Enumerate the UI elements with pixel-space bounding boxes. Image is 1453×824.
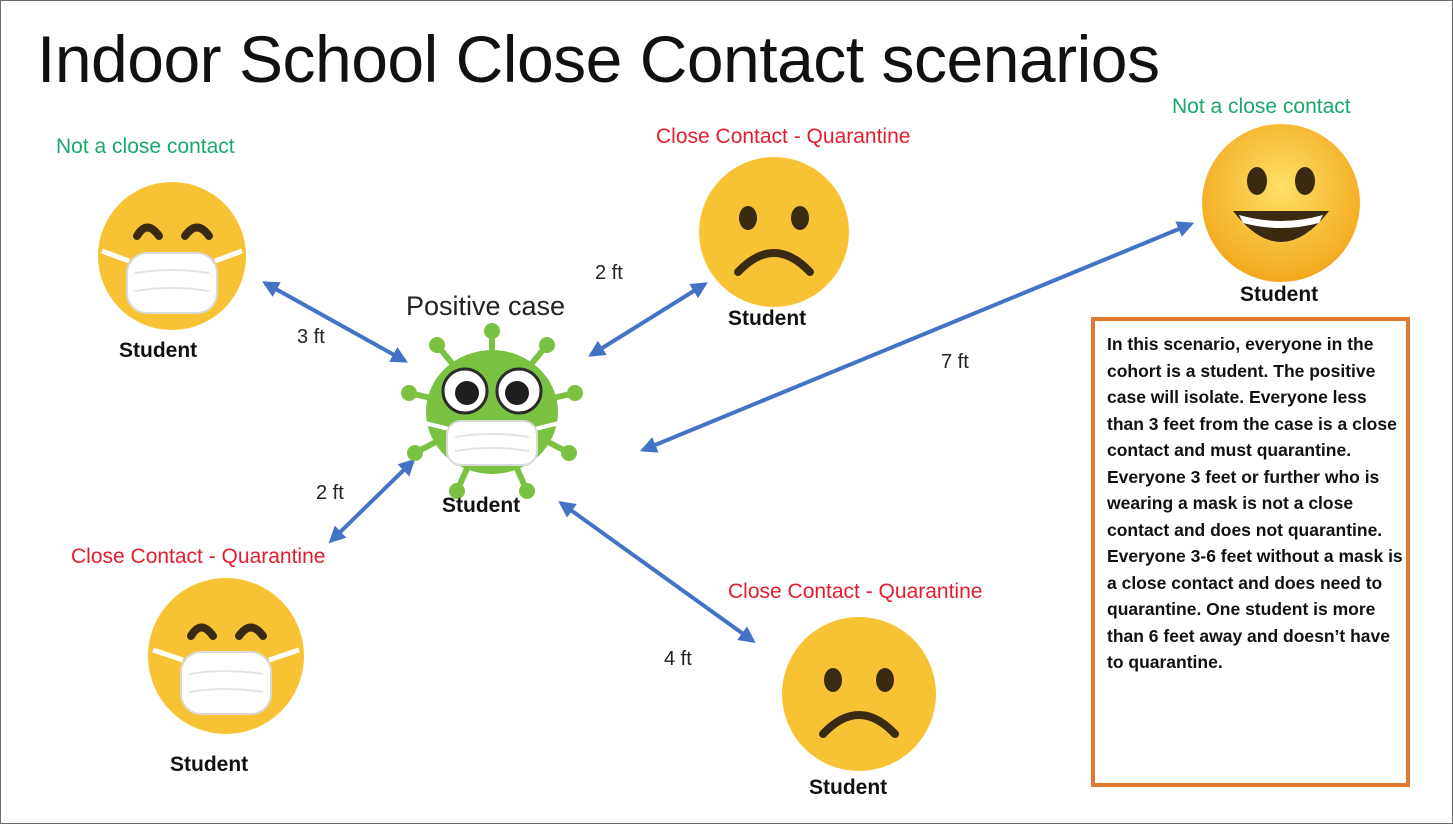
role-student-3: Student xyxy=(1240,283,1319,306)
distance-student-4: 2 ft xyxy=(316,482,344,504)
grinning-face-icon xyxy=(1202,124,1360,282)
role-student-5: Student xyxy=(809,776,888,799)
sad-face-icon xyxy=(782,617,936,771)
arrow-student-5 xyxy=(558,501,756,643)
slide-title: Indoor School Close Contact scenarios xyxy=(37,22,1160,96)
arrow-student-1 xyxy=(262,281,408,363)
role-student-4: Student xyxy=(170,753,249,776)
role-student-2: Student xyxy=(728,307,807,330)
status-student-1: Not a close contact xyxy=(56,135,235,158)
role-student-1: Student xyxy=(119,339,198,362)
arrow-student-4 xyxy=(328,458,416,544)
arrow-student-3 xyxy=(639,221,1195,453)
scenario-note: In this scenario, everyone in the cohort… xyxy=(1091,317,1410,787)
distance-student-1: 3 ft xyxy=(297,326,325,348)
status-student-5: Close Contact - Quarantine xyxy=(728,580,983,603)
distance-student-2: 2 ft xyxy=(595,262,623,284)
arrow-student-2 xyxy=(588,282,708,357)
masked-face-icon xyxy=(98,182,246,330)
status-student-3: Not a close contact xyxy=(1172,95,1351,118)
status-student-4: Close Contact - Quarantine xyxy=(71,545,326,568)
positive-case-role: Student xyxy=(442,494,521,517)
positive-case-label: Positive case xyxy=(406,291,566,321)
masked-face-icon xyxy=(148,578,304,734)
status-student-2: Close Contact - Quarantine xyxy=(656,125,911,148)
distance-student-3: 7 ft xyxy=(941,351,969,373)
sad-face-icon xyxy=(699,157,849,307)
virus-mask-icon xyxy=(401,323,583,499)
distance-student-5: 4 ft xyxy=(664,648,692,670)
